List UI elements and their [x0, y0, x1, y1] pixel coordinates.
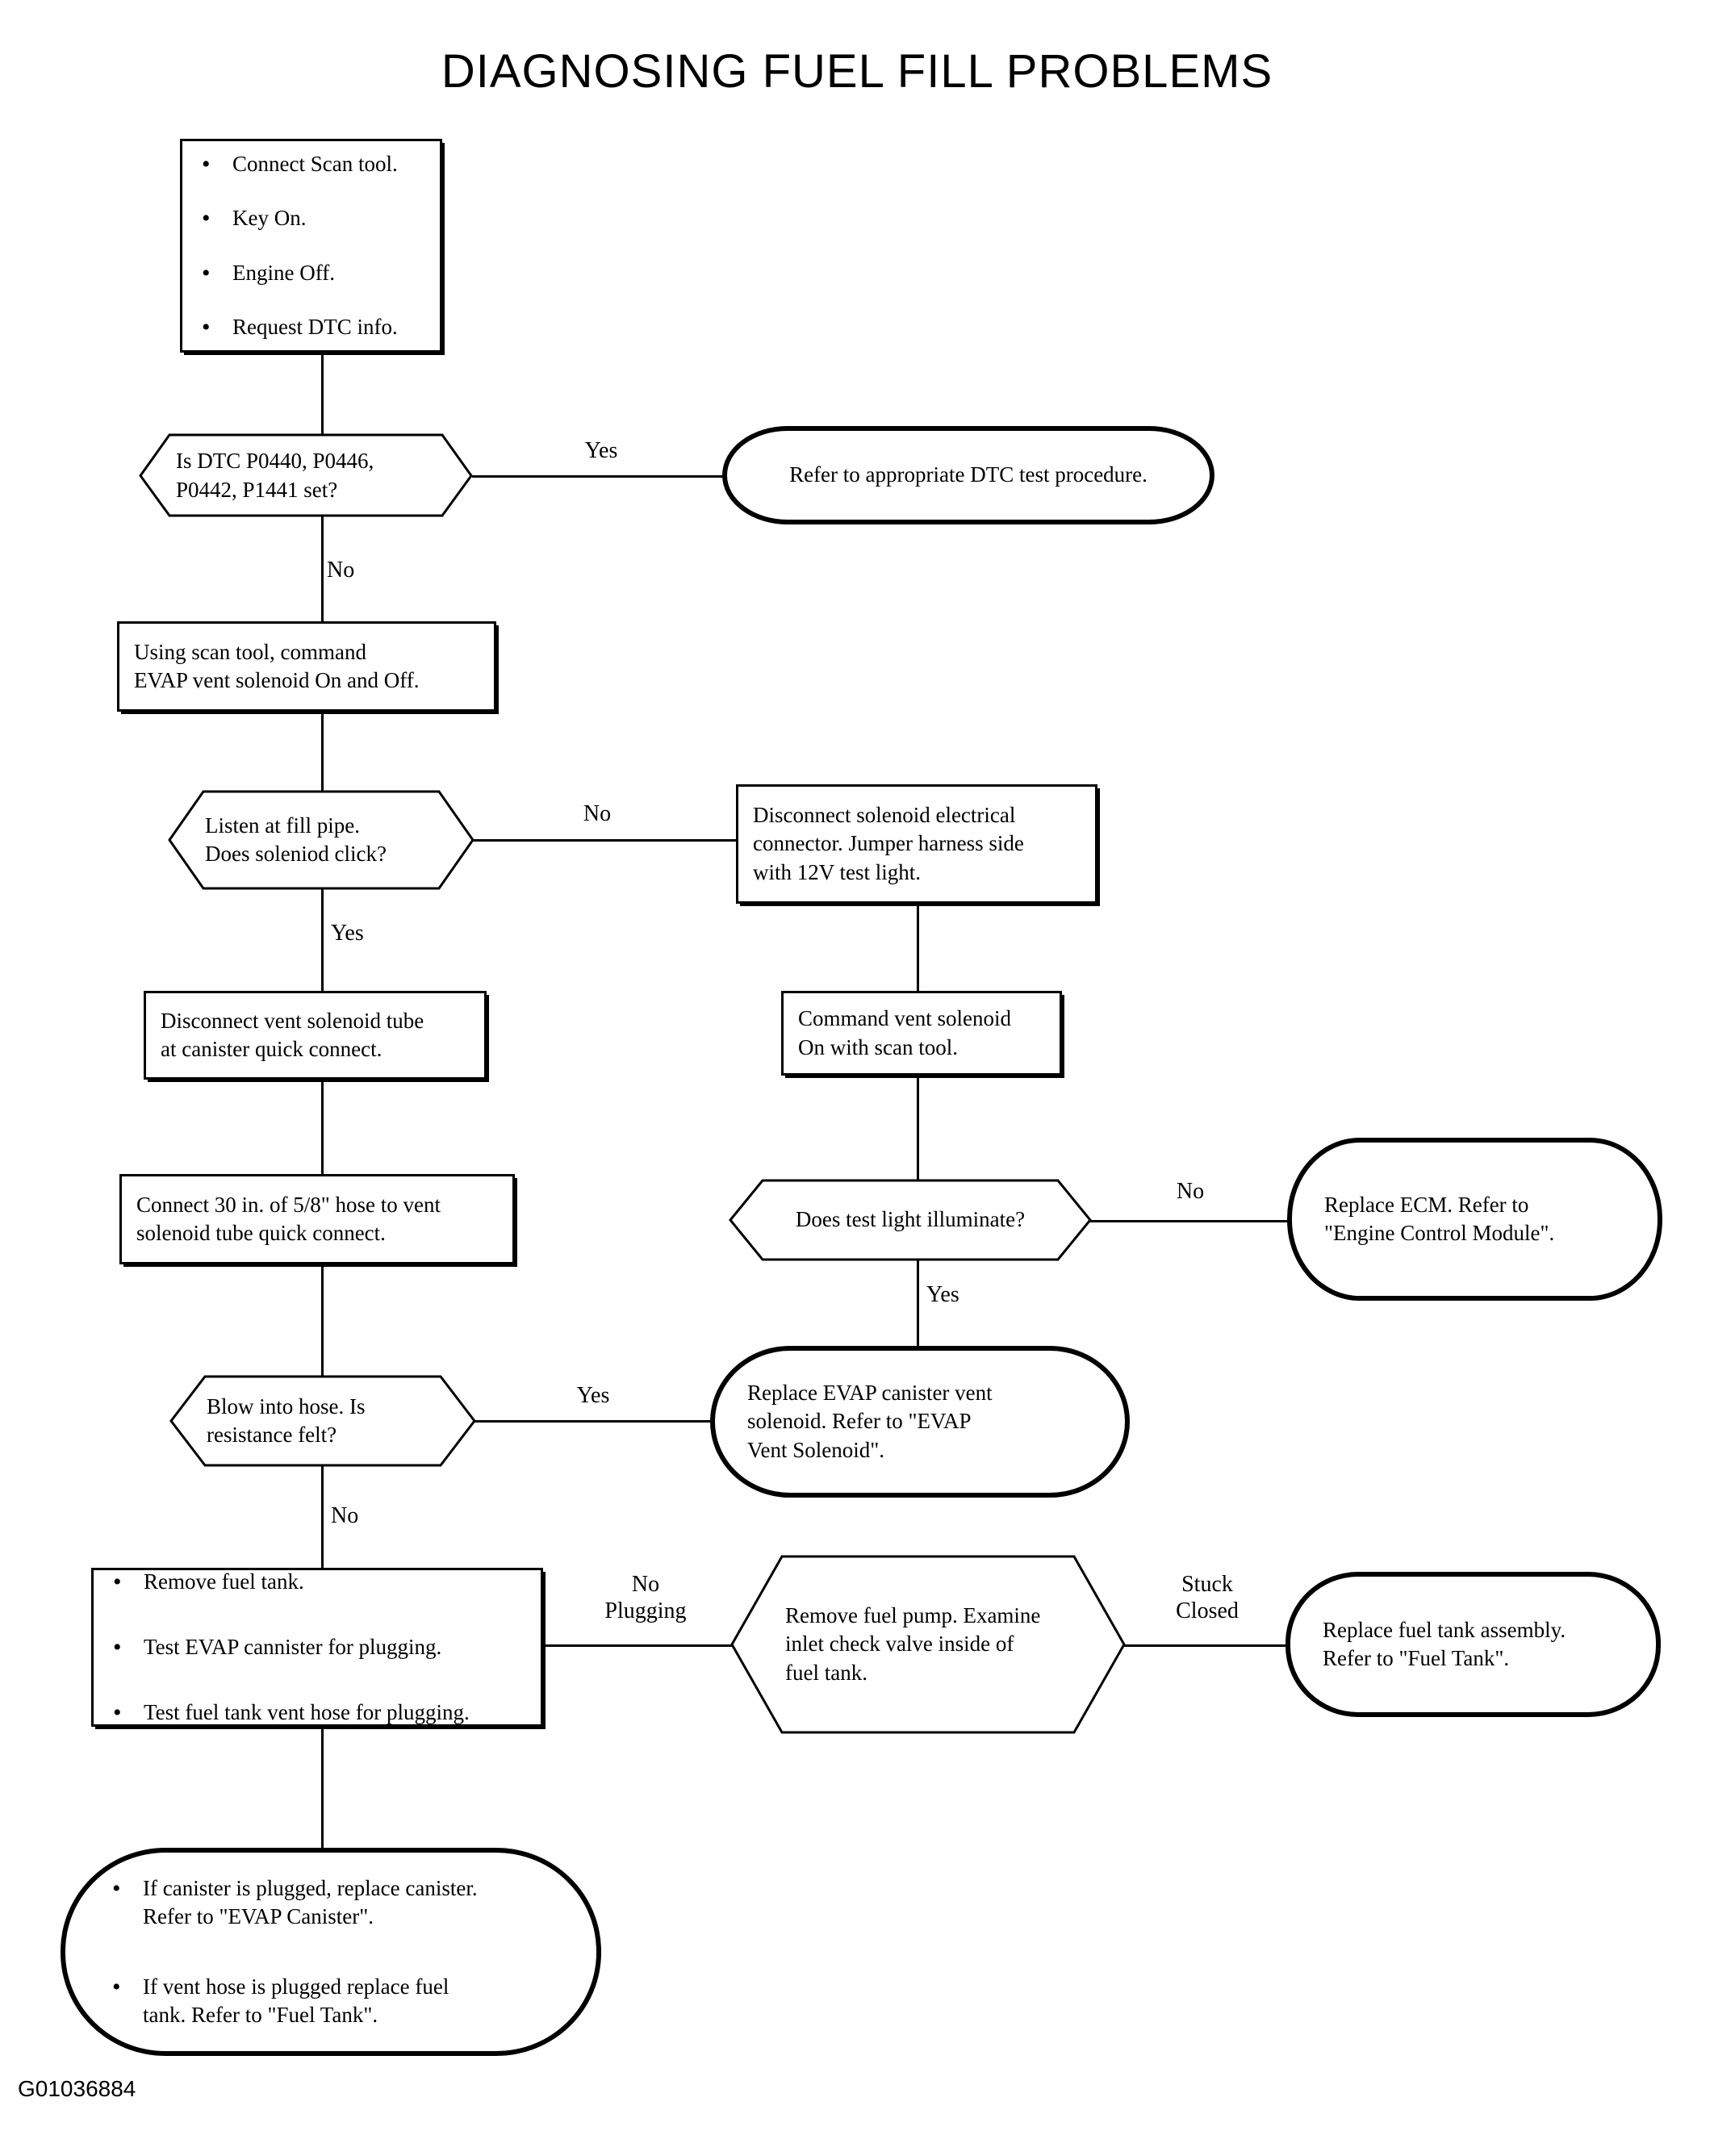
edge-label-blow-yes: Yes	[576, 1383, 610, 1408]
hexagon-shape	[139, 433, 473, 517]
connector-command-to-testlight	[917, 1073, 919, 1182]
node-label: Remove fuel pump. Examine inlet check va…	[785, 1603, 1041, 1685]
edge-label-listen-yes: Yes	[331, 921, 364, 946]
start-steps-list: Connect Scan tool. Key On. Engine Off. R…	[197, 148, 425, 343]
list-item: Engine Off.	[197, 257, 425, 288]
node-label-line1: Disconnect solenoid electrical	[753, 803, 1016, 828]
connector-blow-no	[321, 1464, 324, 1569]
edge-label-no-plugging: No Plugging	[604, 1572, 687, 1624]
connector-stuck-closed	[1122, 1644, 1290, 1647]
connector-start-to-dtc	[321, 353, 324, 434]
edge-label-stuck-closed: Stuck Closed	[1176, 1572, 1239, 1624]
list-item: Connect Scan tool.	[197, 148, 425, 180]
node-start-steps[interactable]: Connect Scan tool. Key On. Engine Off. R…	[180, 139, 442, 353]
node-label-line2: at canister quick connect.	[161, 1037, 383, 1061]
node-decision-remove-fuel-pump[interactable]: Remove fuel pump. Examine inlet check va…	[730, 1555, 1126, 1734]
node-replace-ecm[interactable]: Replace ECM. Refer to "Engine Control Mo…	[1287, 1138, 1662, 1301]
hexagon-shape	[730, 1555, 1126, 1734]
connector-tank-to-final	[321, 1727, 324, 1848]
node-label-line1: Command vent solenoid	[798, 1006, 1011, 1031]
node-label-line1: Replace EVAP canister vent	[747, 1381, 993, 1406]
node-label-line2: solenoid. Refer to "EVAP	[747, 1409, 972, 1434]
edge-label-listen-no: No	[583, 801, 612, 826]
node-label-line1: Replace ECM. Refer to	[1324, 1192, 1529, 1217]
final-outcome-1-line2: Refer to "EVAP Canister".	[143, 1903, 374, 1928]
list-item: If vent hose is plugged replace fuel tan…	[107, 1971, 554, 2029]
node-label: Listen at fill pipe. Does soleniod click…	[205, 813, 387, 866]
connector-tube-to-hose	[321, 1079, 324, 1176]
node-label-line1: Replace fuel tank assembly.	[1323, 1617, 1566, 1642]
connector-hose-to-blow	[321, 1263, 324, 1381]
node-disconnect-vent-tube[interactable]: Disconnect vent solenoid tube at caniste…	[144, 991, 487, 1080]
edge-label-blow-no: No	[331, 1503, 359, 1528]
hexagon-shape	[169, 1375, 476, 1467]
node-label-line2: Refer to "Fuel Tank".	[1323, 1646, 1510, 1670]
node-decision-dtc-set[interactable]: Is DTC P0440, P0446, P0442, P1441 set?	[139, 433, 473, 517]
page-title: DIAGNOSING FUEL FILL PROBLEMS	[441, 45, 1273, 98]
list-item: Remove fuel tank.	[108, 1566, 526, 1598]
node-final-outcomes[interactable]: If canister is plugged, replace canister…	[61, 1848, 601, 2056]
hexagon-shape	[729, 1179, 1092, 1261]
edge-label-dtc-yes: Yes	[584, 438, 618, 463]
connector-testlight-no	[1089, 1220, 1294, 1222]
node-command-evap-solenoid[interactable]: Using scan tool, command EVAP vent solen…	[117, 621, 496, 712]
edge-label-dtc-no: No	[327, 558, 355, 583]
node-label: Blow into hose. Is resistance felt?	[207, 1393, 366, 1447]
final-outcome-1-line1: If canister is plugged, replace canister…	[143, 1875, 478, 1900]
node-decision-listen-fill-pipe[interactable]: Listen at fill pipe. Does soleniod click…	[168, 790, 474, 890]
connector-jumper-to-command	[917, 902, 919, 992]
node-command-vent-on[interactable]: Command vent solenoid On with scan tool.	[781, 991, 1062, 1076]
connector-blow-yes	[456, 1420, 714, 1423]
node-label-line3: Vent Solenoid".	[747, 1437, 885, 1462]
final-outcome-2-line2: tank. Refer to "Fuel Tank".	[143, 2003, 378, 2028]
connector-listen-yes	[321, 888, 324, 992]
remove-tank-tests-list: Remove fuel tank. Test EVAP cannister fo…	[108, 1566, 526, 1728]
final-outcomes-list: If canister is plugged, replace canister…	[107, 1873, 554, 2029]
list-item: Request DTC info.	[197, 311, 425, 343]
node-label-line2: solenoid tube quick connect.	[136, 1221, 386, 1245]
connector-testlight-yes	[917, 1259, 919, 1348]
list-item: Test EVAP cannister for plugging.	[108, 1632, 526, 1663]
node-disconnect-connector[interactable]: Disconnect solenoid electrical connector…	[736, 784, 1097, 904]
connector-listen-no	[456, 839, 738, 842]
node-replace-vent-solenoid[interactable]: Replace EVAP canister vent solenoid. Ref…	[710, 1346, 1130, 1498]
list-item: If canister is plugged, replace canister…	[107, 1873, 554, 1931]
node-label: Does test light illuminate?	[795, 1207, 1026, 1232]
node-connect-hose[interactable]: Connect 30 in. of 5/8" hose to vent sole…	[119, 1174, 515, 1264]
node-decision-test-light[interactable]: Does test light illuminate?	[729, 1179, 1092, 1261]
connector-no-plugging	[546, 1644, 738, 1647]
edge-label-testlight-no: No	[1176, 1179, 1205, 1204]
connector-dtc-yes	[472, 475, 725, 478]
connector-evap-to-listen	[321, 710, 324, 791]
node-label-line1: Disconnect vent solenoid tube	[161, 1008, 424, 1033]
node-label: Is DTC P0440, P0446, P0442, P1441 set?	[176, 449, 374, 502]
figure-id: G01036884	[18, 2076, 136, 2101]
list-item: Test fuel tank vent hose for plugging.	[108, 1697, 526, 1728]
node-remove-tank-tests[interactable]: Remove fuel tank. Test EVAP cannister fo…	[91, 1566, 543, 1728]
list-item: Key On.	[197, 203, 425, 234]
node-label: Refer to appropriate DTC test procedure.	[789, 462, 1148, 487]
final-outcome-2-line1: If vent hose is plugged replace fuel	[143, 1974, 449, 1999]
edge-label-testlight-yes: Yes	[926, 1282, 959, 1307]
node-label-line1: Connect 30 in. of 5/8" hose to vent	[136, 1192, 441, 1217]
node-refer-dtc-procedure[interactable]: Refer to appropriate DTC test procedure.	[722, 426, 1214, 524]
node-label-line1: Using scan tool, command	[134, 639, 366, 664]
node-replace-tank-assembly[interactable]: Replace fuel tank assembly. Refer to "Fu…	[1286, 1572, 1661, 1717]
node-label-line2: On with scan tool.	[798, 1034, 958, 1059]
node-label-line2: connector. Jumper harness side	[753, 831, 1024, 856]
node-label-line2: "Engine Control Module".	[1324, 1221, 1555, 1245]
connector-dtc-no	[321, 516, 324, 623]
hexagon-shape	[168, 790, 474, 890]
node-label-line3: with 12V test light.	[753, 859, 922, 884]
node-decision-blow-into-hose[interactable]: Blow into hose. Is resistance felt?	[169, 1375, 476, 1467]
node-label-line2: EVAP vent solenoid On and Off.	[134, 668, 420, 692]
